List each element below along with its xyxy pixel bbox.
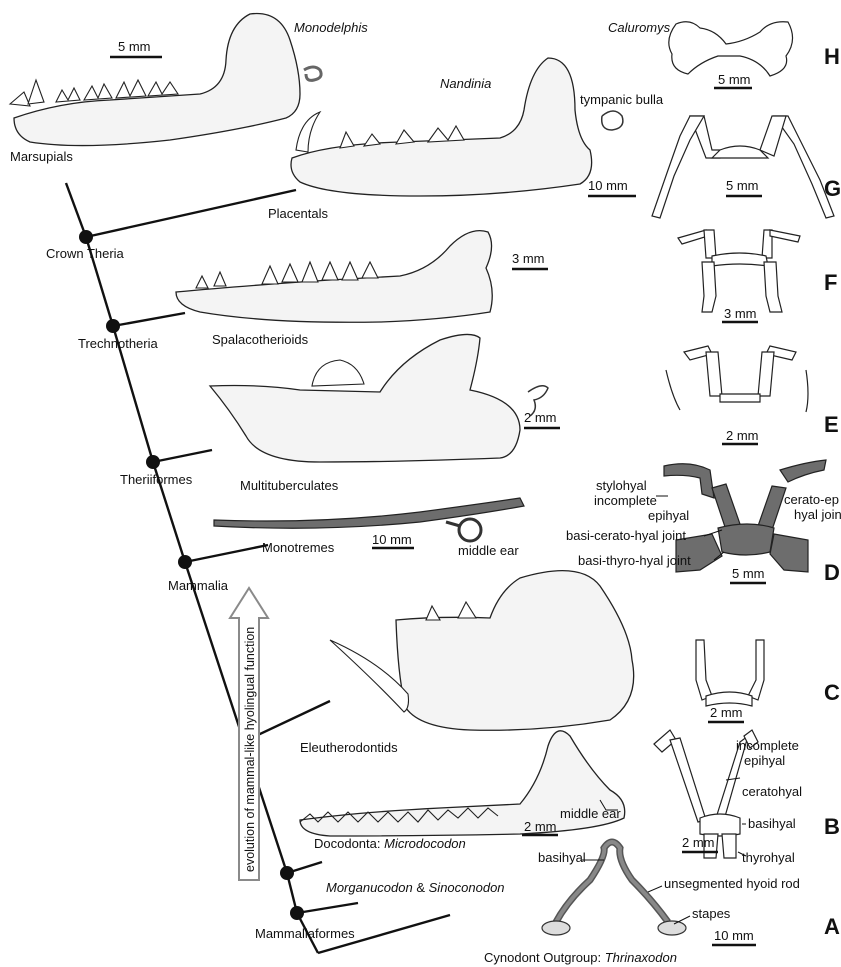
- node-trechnotheria: [106, 319, 120, 333]
- monotremes-label: Monotremes: [262, 540, 335, 555]
- multituberculate-jaw: [210, 334, 548, 462]
- mammaliaformes-label: Mammaliaformes: [255, 926, 355, 941]
- hyoid-H: [669, 22, 793, 76]
- panel-letter-H: H: [824, 44, 840, 69]
- epihyal-B-label: epihyal: [744, 753, 785, 768]
- eleutherodontid-jaw: [330, 571, 634, 731]
- node-mammaliaformes: [290, 906, 304, 920]
- middle-ear-doco-label: middle ear: [560, 806, 621, 821]
- trechnotheria-label: Trechnotheria: [78, 336, 158, 351]
- incomplete-label: incomplete: [736, 738, 799, 753]
- stapes-label: stapes: [692, 906, 731, 921]
- spalacotherioids-label: Spalacotherioids: [212, 332, 309, 347]
- cerato-ep-label: cerato-ep: [784, 492, 839, 507]
- hyoid-H-scale-label: 5 mm: [718, 72, 751, 87]
- evolution-arrow-label: evolution of mammal-like hyolingual func…: [243, 627, 257, 872]
- theriiformes-label: Theriiformes: [120, 472, 193, 487]
- mammalia-label: Mammalia: [168, 578, 229, 593]
- marsupials-label: Marsupials: [10, 149, 73, 164]
- cynodont-label: Cynodont Outgroup: Thrinaxodon: [484, 950, 677, 965]
- panel-letter-A: A: [824, 914, 840, 939]
- hyoid-E: [666, 346, 808, 412]
- stylohyal-incomplete-label: incomplete: [594, 493, 657, 508]
- basi-cerato-hyal-joint-label: basi-cerato-hyal joint: [566, 528, 686, 543]
- monodelphis-jaw: [10, 14, 321, 146]
- monodelphis-ear-icon: [304, 67, 321, 80]
- middle-ear-mono-label: middle ear: [458, 543, 519, 558]
- caluromys-label: Caluromys: [608, 20, 671, 35]
- nandinia-scale-label: 10 mm: [588, 178, 628, 193]
- monodelphis-label: Monodelphis: [294, 20, 368, 35]
- hyoid-B-scale-label: 2 mm: [682, 835, 715, 850]
- panel-letter-D: D: [824, 560, 840, 585]
- node-morganucodon: [280, 866, 294, 880]
- hyoid-G-scale-label: 5 mm: [726, 178, 759, 193]
- basi-thyro-hyal-joint-label: basi-thyro-hyal joint: [578, 553, 691, 568]
- panel-letter-E: E: [824, 412, 839, 437]
- crown-theria-label: Crown Theria: [46, 246, 125, 261]
- panel-letter-G: G: [824, 176, 841, 201]
- multituberculates-label: Multituberculates: [240, 478, 339, 493]
- panel-letter-C: C: [824, 680, 840, 705]
- epihyal-D-label: epihyal: [648, 508, 689, 523]
- hyoid-C: [696, 640, 764, 706]
- hyoid-G: [652, 116, 834, 218]
- tympanic-bulla-icon: [602, 111, 623, 130]
- hyoid-C-scale-label: 2 mm: [710, 705, 743, 720]
- hyoid-A-scale-label: 10 mm: [714, 928, 754, 943]
- monotreme-jaw: [214, 498, 524, 541]
- hyoid-D-scale-label: 5 mm: [732, 566, 765, 581]
- node-theriiformes: [146, 455, 160, 469]
- monodelphis-scale-label: 5 mm: [118, 39, 151, 54]
- panel-letter-B: B: [824, 814, 840, 839]
- stylohyal-label: stylohyal: [596, 478, 647, 493]
- thyrohyal-label: thyrohyal: [742, 850, 795, 865]
- spalacotherioid-jaw: [176, 231, 492, 323]
- ceratohyal-label: ceratohyal: [742, 784, 802, 799]
- cerato-ep-joint-label: hyal joint: [794, 507, 841, 522]
- nandinia-label: Nandinia: [440, 76, 491, 91]
- multituberculate-scale-label: 2 mm: [524, 410, 557, 425]
- microdocodon-scale-label: 2 mm: [524, 819, 557, 834]
- node-mammalia: [178, 555, 192, 569]
- hyoid-F-scale-label: 3 mm: [724, 306, 757, 321]
- hyoid-F: [678, 230, 800, 312]
- hyoid-E-scale-label: 2 mm: [726, 428, 759, 443]
- placentals-label: Placentals: [268, 206, 328, 221]
- unsegmented-rod-label: unsegmented hyoid rod: [664, 876, 800, 891]
- docodonta-label: Docodonta: Microdocodon: [314, 836, 466, 851]
- middle-ear-ring-icon: [459, 519, 481, 541]
- spalacotherioid-scale-label: 3 mm: [512, 251, 545, 266]
- basihyal-A-label: basihyal: [538, 850, 586, 865]
- tympanic-bulla-label: tympanic bulla: [580, 92, 664, 107]
- eleutherodontids-label: Eleutherodontids: [300, 740, 398, 755]
- panel-letter-F: F: [824, 270, 837, 295]
- morganucodon-label: Morganucodon & Sinoconodon: [326, 880, 505, 895]
- node-crown-theria: [79, 230, 93, 244]
- monotreme-scale-label: 10 mm: [372, 532, 412, 547]
- basihyal-B-label: basihyal: [748, 816, 796, 831]
